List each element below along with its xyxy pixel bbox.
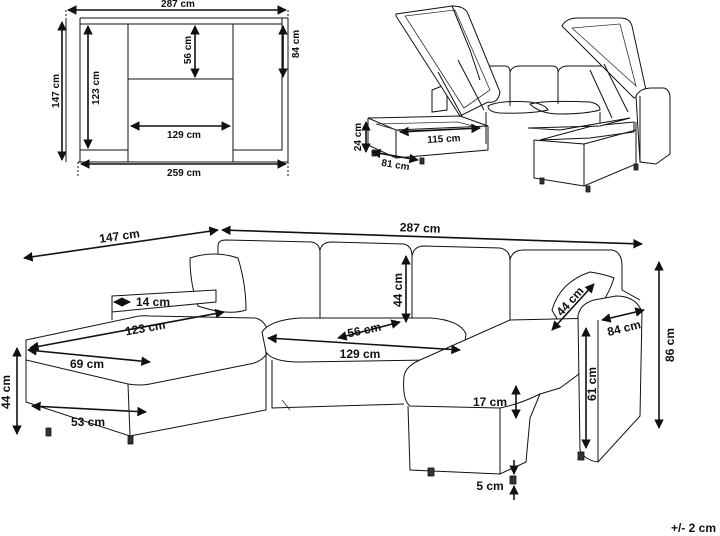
main-middle-width-arrow bbox=[267, 333, 461, 355]
main-cushion-height-label: 17 cm bbox=[473, 395, 507, 409]
storage-view: 24 cm 81 cm 115 cm bbox=[353, 5, 671, 193]
main-sofa-view: 147 cm 287 cm 14 cm 123 cm 69 cm 44 cm 5… bbox=[0, 220, 677, 500]
top-bottom-width-label: 259 cm bbox=[167, 168, 201, 179]
main-arm-depth-arrow bbox=[601, 307, 645, 323]
top-back-depth-label: 84 cm bbox=[291, 30, 302, 58]
main-base-width-arrow bbox=[31, 401, 147, 417]
main-chaise-width-arrow bbox=[27, 346, 151, 366]
main-chaise-length-label: 123 cm bbox=[124, 318, 167, 339]
main-backrest-height-label: 44 cm bbox=[391, 273, 405, 307]
top-view-plan: 287 cm 147 cm 123 cm 56 cm 84 cm 129 cm … bbox=[51, 0, 302, 179]
main-base-width-label: 53 cm bbox=[71, 415, 105, 429]
main-chaise-width-label: 69 cm bbox=[70, 357, 104, 371]
top-depth-label: 147 cm bbox=[51, 74, 62, 108]
top-width-label: 287 cm bbox=[161, 0, 195, 10]
main-depth-label: 147 cm bbox=[98, 226, 140, 246]
main-total-height-label: 86 cm bbox=[663, 328, 677, 362]
main-middle-width-label: 129 cm bbox=[340, 347, 381, 361]
main-chaise-length-arrow bbox=[29, 308, 225, 352]
main-pillow-arrow bbox=[551, 283, 595, 331]
main-arm-width-label: 14 cm bbox=[136, 295, 170, 309]
main-leg-height-label: 5 cm bbox=[476, 479, 503, 493]
main-seat-height-label: 44 cm bbox=[0, 375, 13, 409]
top-seat-depth-label: 123 cm bbox=[91, 71, 102, 105]
top-inner-width-label: 129 cm bbox=[167, 130, 201, 141]
tolerance-label: +/- 2 cm bbox=[671, 521, 716, 535]
storage-width-label: 81 cm bbox=[381, 158, 411, 173]
storage-width-arrow bbox=[371, 148, 419, 164]
storage-height-label: 24 cm bbox=[353, 123, 364, 151]
main-arm-height-label: 61 cm bbox=[585, 367, 599, 401]
storage-length-arrow bbox=[399, 123, 481, 137]
main-depth-arrow bbox=[23, 226, 219, 262]
top-middle-depth-label: 56 cm bbox=[183, 36, 194, 64]
storage-length-label: 115 cm bbox=[427, 133, 461, 146]
main-width-arrow bbox=[221, 225, 643, 249]
main-width-label: 287 cm bbox=[400, 220, 441, 235]
